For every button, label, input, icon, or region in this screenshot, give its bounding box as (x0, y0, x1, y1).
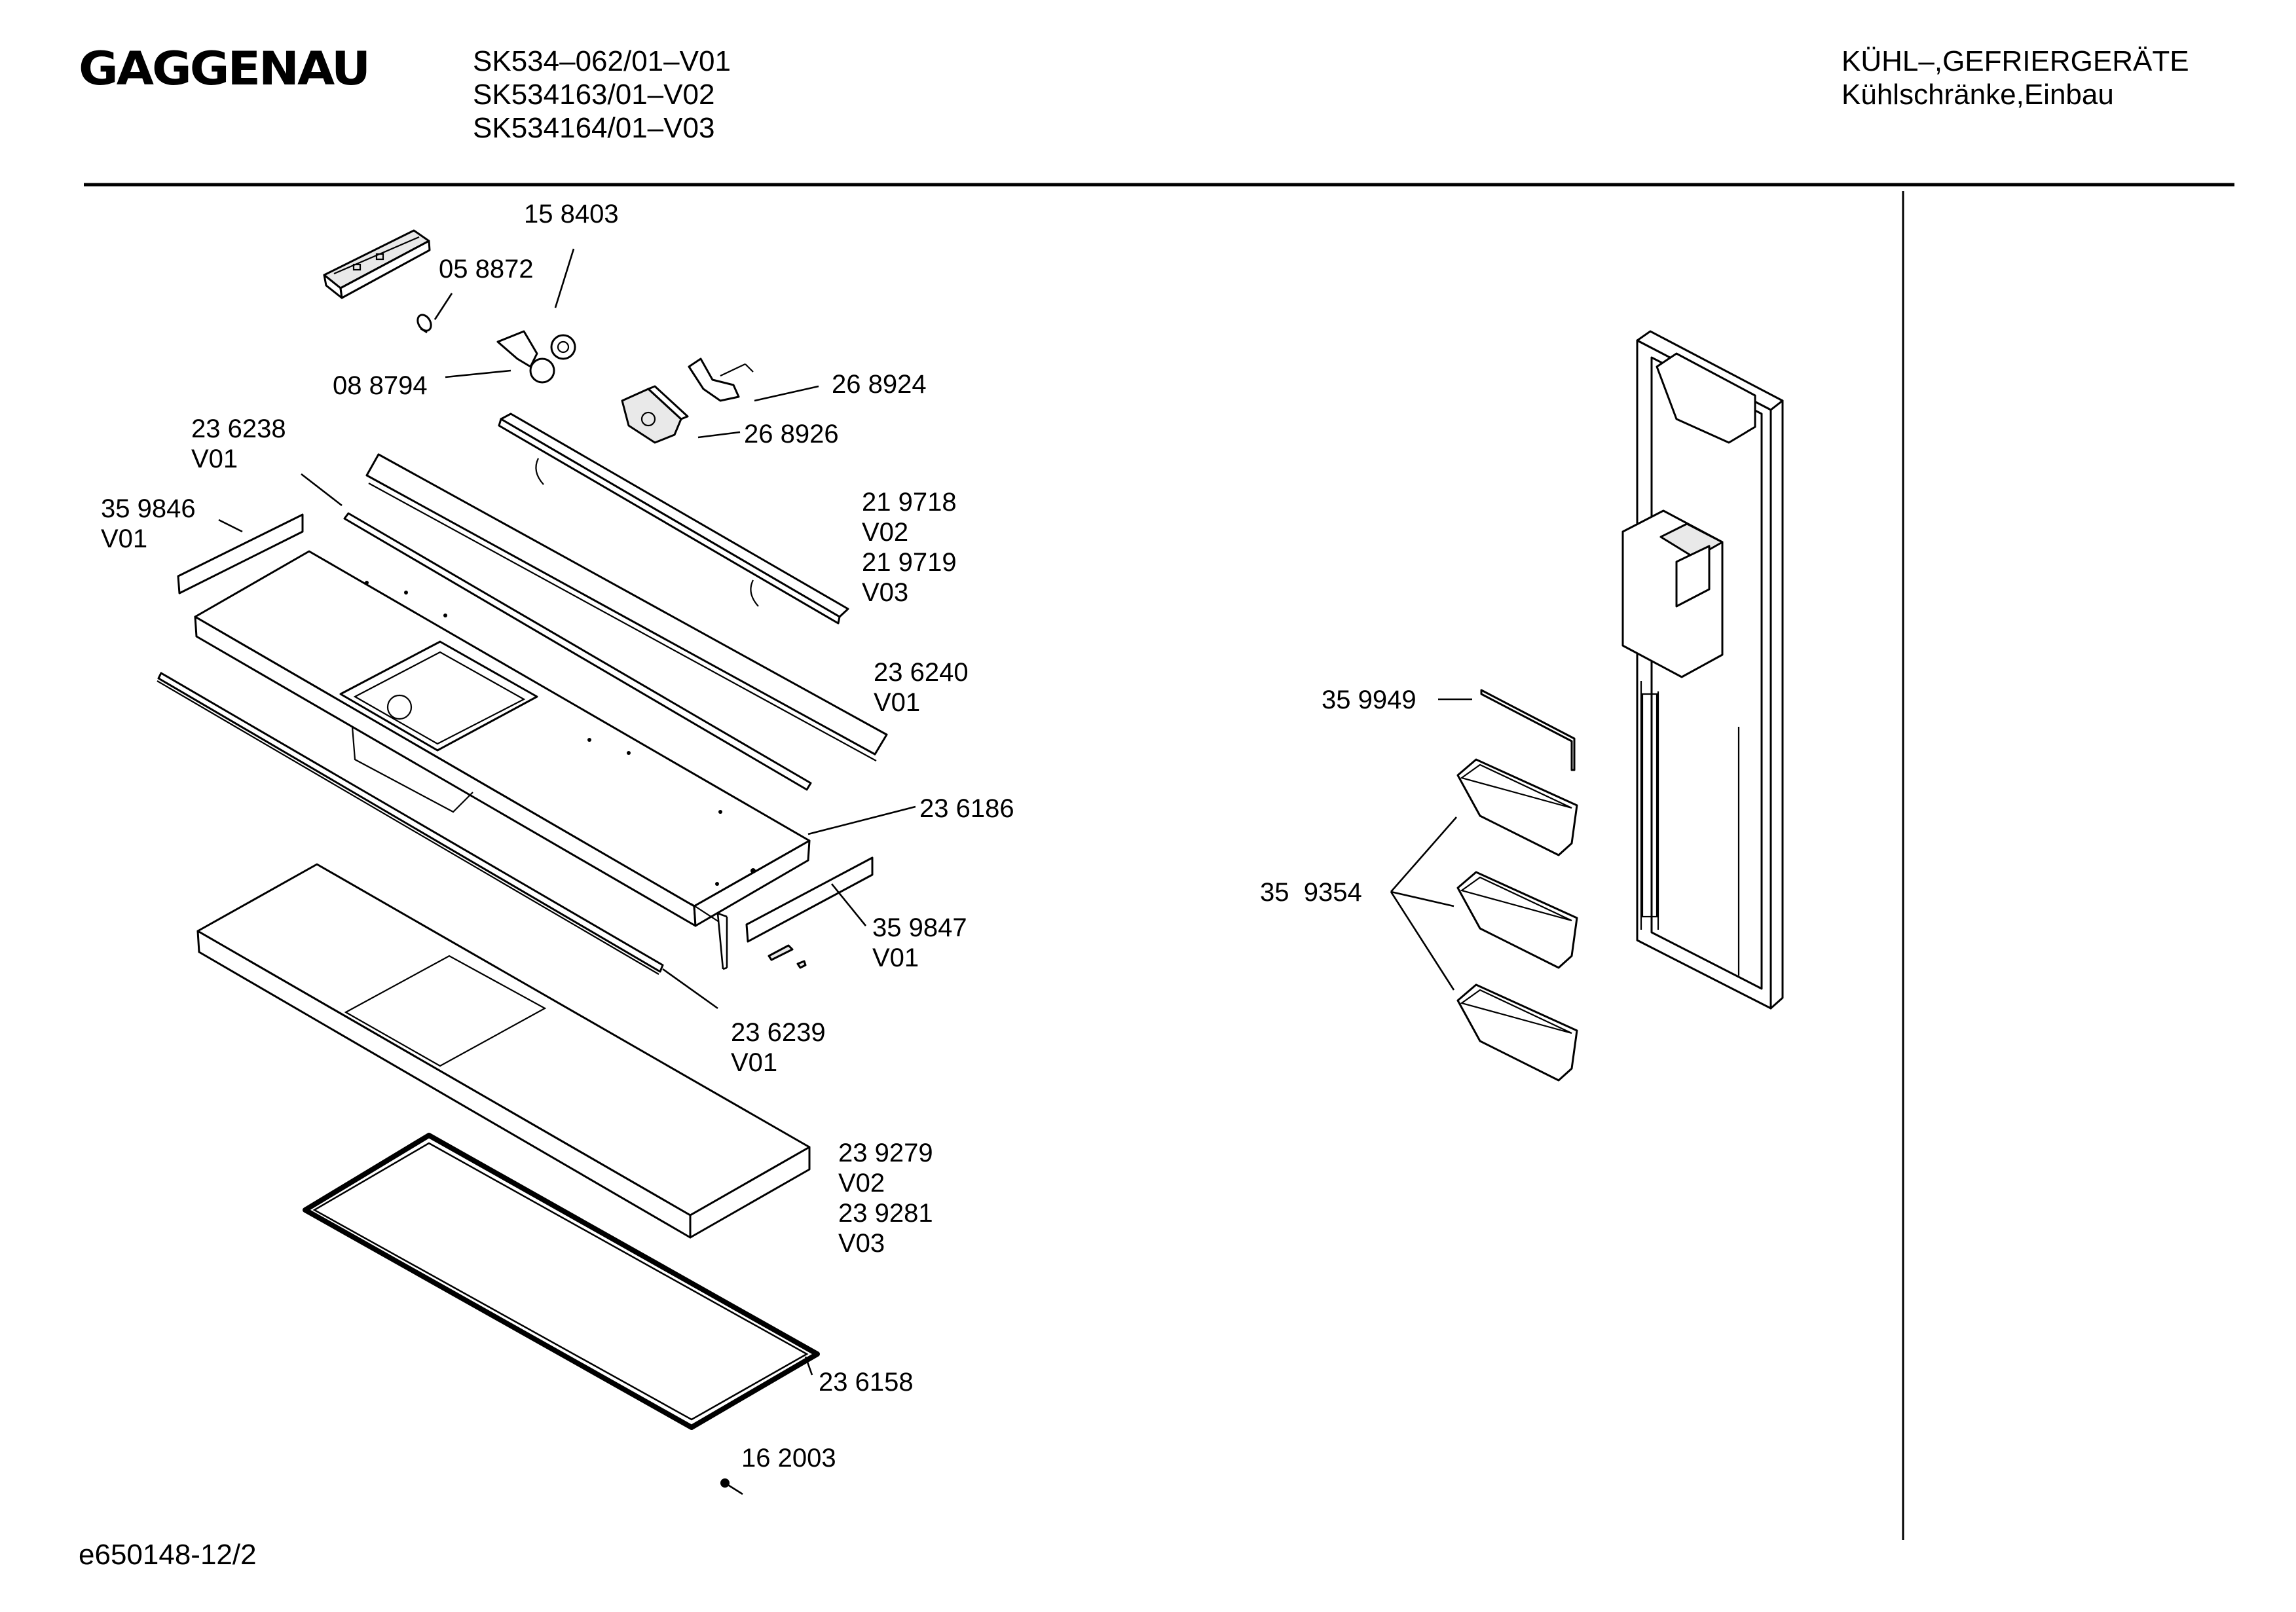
part-end-strip-left (177, 513, 304, 595)
model-number: SK534–062/01–V01 (473, 45, 731, 77)
label-236238-variant: V01 (191, 445, 238, 473)
label-219719: 21 9719 (862, 548, 957, 577)
drawing-id: e650148-12/2 (79, 1539, 257, 1571)
label-058872: 05 8872 (439, 255, 534, 284)
part-clip (768, 944, 807, 969)
label-359846: 35 9846 (101, 494, 196, 523)
label-359847: 35 9847 (872, 913, 967, 942)
label-236239-variant: V01 (731, 1048, 777, 1077)
label-239281: 23 9281 (838, 1199, 933, 1228)
label-236186: 23 6186 (919, 794, 1014, 823)
label-158403: 15 8403 (524, 200, 619, 229)
label-239279: 23 9279 (838, 1139, 933, 1167)
part-door-gasket (303, 1133, 820, 1430)
label-236238: 23 6238 (191, 414, 286, 443)
part-screw (720, 1478, 743, 1495)
label-239281-variant: V03 (838, 1229, 885, 1258)
model-numbers: SK534–062/01–V01 SK534163/01–V02 SK53416… (473, 45, 731, 145)
part-door-bin (1456, 983, 1578, 1082)
part-door-bin (1456, 758, 1578, 856)
part-handle-bar (498, 412, 849, 625)
part-flap-lever (688, 357, 754, 402)
part-side-strip-front (157, 672, 664, 975)
part-cover-board (196, 863, 811, 1239)
part-door-bin (1456, 871, 1578, 969)
label-162003: 16 2003 (741, 1444, 836, 1473)
label-219718-variant: V02 (862, 518, 908, 547)
part-switch-bracket (496, 330, 576, 384)
part-refrigerator-door (1621, 330, 1784, 1010)
label-219719-variant: V03 (862, 578, 908, 607)
label-359949: 35 9949 (1322, 686, 1416, 714)
part-side-strip-back (343, 512, 812, 791)
part-control-panel (194, 550, 811, 970)
label-236240-variant: V01 (874, 688, 920, 717)
label-236158: 23 6158 (819, 1368, 914, 1397)
label-236240: 23 6240 (874, 658, 969, 687)
label-268924: 26 8924 (832, 370, 927, 399)
brand-logo: GAGGENAU (79, 42, 371, 96)
category-line: Kühlschränke,Einbau (1842, 79, 2114, 111)
part-lamp-bulb (417, 314, 432, 333)
label-359354: 35 9354 (1260, 878, 1362, 907)
model-number: SK534164/01–V03 (473, 112, 715, 144)
label-219718: 21 9718 (862, 488, 957, 517)
label-236239: 23 6239 (731, 1018, 826, 1047)
label-088794: 08 8794 (333, 371, 428, 400)
label-268926: 26 8926 (744, 420, 839, 449)
category-line: KÜHL–,GEFRIERGERÄTE (1842, 45, 2189, 77)
leader-lines (218, 248, 1472, 1376)
label-239279-variant: V02 (838, 1169, 885, 1198)
label-359847-variant: V01 (872, 943, 919, 972)
part-end-strip-right (745, 856, 874, 943)
label-359846-variant: V01 (101, 524, 147, 553)
part-trim-strip-top (365, 453, 888, 761)
part-damper (621, 385, 689, 444)
model-number: SK534163/01–V02 (473, 79, 715, 111)
appliance-category: KÜHL–,GEFRIERGERÄTE Kühlschränke,Einbau (1842, 45, 2189, 111)
part-bin-rail (1480, 689, 1576, 771)
part-control-housing (323, 229, 431, 299)
